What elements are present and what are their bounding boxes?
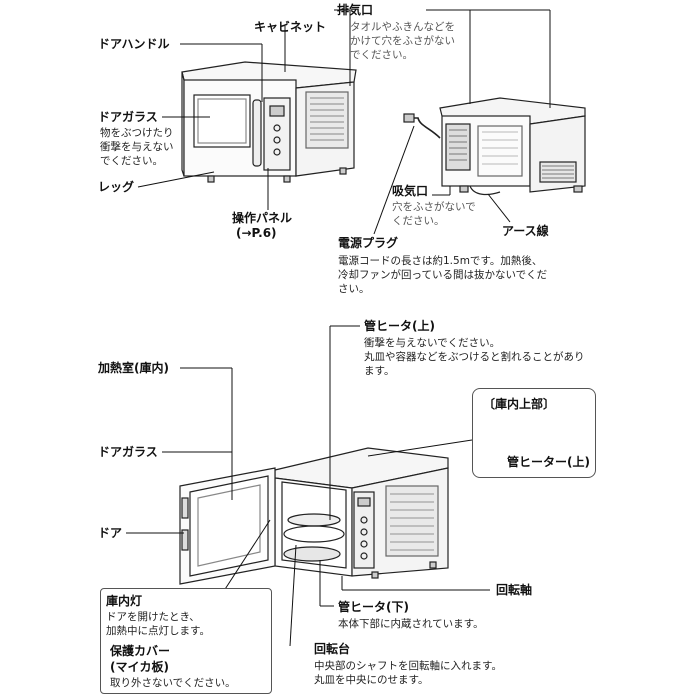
note-line: 丸皿や容器などをぶつけると割れることがあり xyxy=(364,351,585,363)
note-line: さい。 xyxy=(338,283,370,295)
door-label: ドア xyxy=(98,526,123,540)
exhaust-label: 排気口 xyxy=(337,3,374,17)
note-line: 冷却ファンが回っている間は抜かないでくだ xyxy=(338,269,548,281)
door-handle-label: ドアハンドル xyxy=(98,37,170,51)
microwave-front-illustration xyxy=(181,61,357,183)
power-plug-note: 電源コードの長さは約1.5mです。加熱後、 冷却ファンが回っている間は抜かないで… xyxy=(338,254,547,296)
callout-heater-label: 管ヒーター(上) xyxy=(507,455,590,469)
exhaust-note: タオルやふきんなどを かけて穴をふさがない でください。 xyxy=(350,20,455,62)
microwave-open-illustration xyxy=(179,447,449,585)
door-glass-label-top: ドアガラス xyxy=(98,110,158,124)
earth-wire-label: アース線 xyxy=(502,224,549,238)
note-line: でください。 xyxy=(350,49,413,61)
top-leader-lines xyxy=(137,9,551,235)
cover-note: 取り外さないでください。 xyxy=(110,677,236,689)
note-line: 衝撃を与えない xyxy=(100,141,174,153)
intake-note: 穴をふさがないで ください。 xyxy=(392,200,476,228)
power-plug-label: 電源プラグ xyxy=(338,236,399,250)
note-line: ドアを開けたとき、 xyxy=(106,611,200,623)
door-glass-note-top: 物をぶつけたり 衝撃を与えない でください。 xyxy=(100,126,174,168)
heater-top-note: 衝撃を与えないでください。 丸皿や容器などをぶつけると割れることがあり ます。 xyxy=(364,336,585,378)
heater-bottom-label: 管ヒータ(下) xyxy=(338,600,409,614)
note-line: 丸皿を中央にのせます。 xyxy=(314,674,429,686)
note-line: かけて穴をふさがない xyxy=(350,35,455,47)
leg-label: レッグ xyxy=(98,180,135,194)
note-line: 加熱中に点灯します。 xyxy=(106,625,210,637)
turntable-label: 回転台 xyxy=(314,642,351,656)
note-line: 物をぶつけたり xyxy=(100,127,174,139)
note-line: 衝撃を与えないでください。 xyxy=(364,337,501,349)
lamp-label: 庫内灯 xyxy=(106,594,143,608)
note-line: タオルやふきんなどを xyxy=(350,21,455,33)
control-panel-label: 操作パネル xyxy=(232,211,293,225)
cover-sub-label: (マイカ板) xyxy=(110,660,169,674)
door-glass-label-bottom: ドアガラス xyxy=(98,445,158,459)
microwave-rear-illustration xyxy=(403,97,586,196)
intake-label: 吸気口 xyxy=(392,184,429,198)
bottom-leader-lines xyxy=(126,325,490,647)
heater-top-label: 管ヒータ(上) xyxy=(364,319,435,333)
note-line: でください。 xyxy=(100,155,163,167)
shaft-label: 回転軸 xyxy=(496,583,533,597)
chamber-top-callout: 〔庫内上部〕 管ヒーター(上) xyxy=(472,388,596,478)
note-line: 穴をふさがないで xyxy=(392,201,476,213)
cabinet-label: キャビネット xyxy=(254,20,327,34)
cover-label: 保護カバー xyxy=(110,644,171,658)
callout-title: 〔庫内上部〕 xyxy=(483,397,556,411)
note-line: ます。 xyxy=(364,365,395,377)
control-panel-ref: (→P.6) xyxy=(236,226,277,240)
lamp-cover-callout xyxy=(100,588,272,694)
note-line: 電源コードの長さは約1.5mです。加熱後、 xyxy=(338,255,543,267)
heater-bottom-note: 本体下部に内蔵されています。 xyxy=(338,618,484,630)
lamp-note: ドアを開けたとき、 加熱中に点灯します。 xyxy=(106,610,210,638)
note-line: ください。 xyxy=(392,215,445,227)
turntable-note: 中央部のシャフトを回転軸に入れます。 丸皿を中央にのせます。 xyxy=(314,659,502,687)
chamber-label: 加熱室(庫内) xyxy=(98,361,169,375)
note-line: 中央部のシャフトを回転軸に入れます。 xyxy=(314,660,502,672)
